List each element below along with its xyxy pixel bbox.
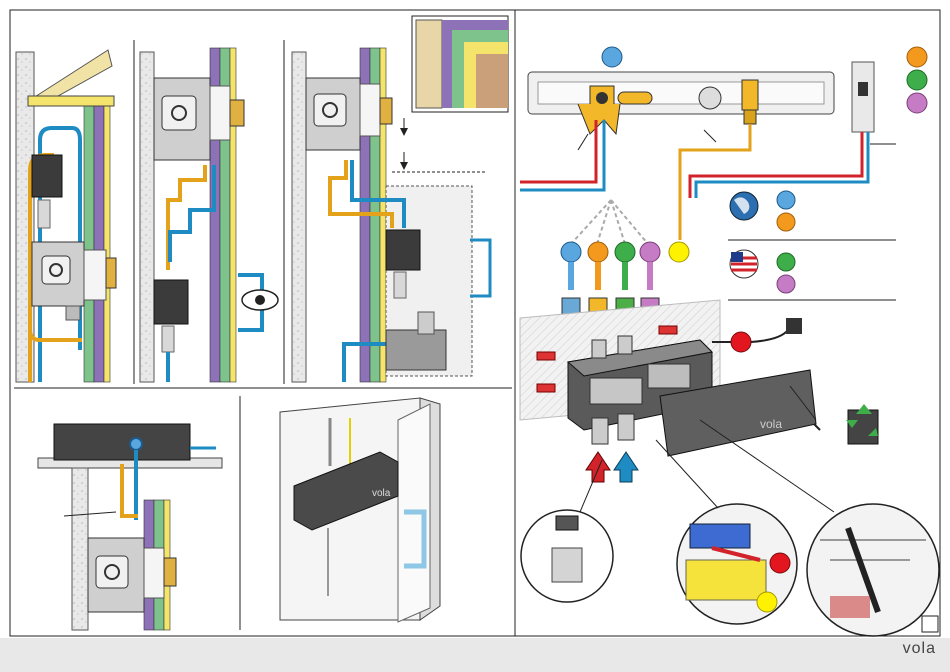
- recycle-icon: [846, 404, 878, 444]
- brand-logo: vola: [903, 640, 936, 658]
- eye-icon: [242, 290, 278, 310]
- globe-icon: [730, 192, 758, 220]
- svg-text:vola: vola: [372, 488, 391, 499]
- svg-text:vola: vola: [760, 417, 782, 431]
- us-flag-icon: [730, 250, 758, 278]
- panel-cabinet-view: vola: [280, 398, 440, 622]
